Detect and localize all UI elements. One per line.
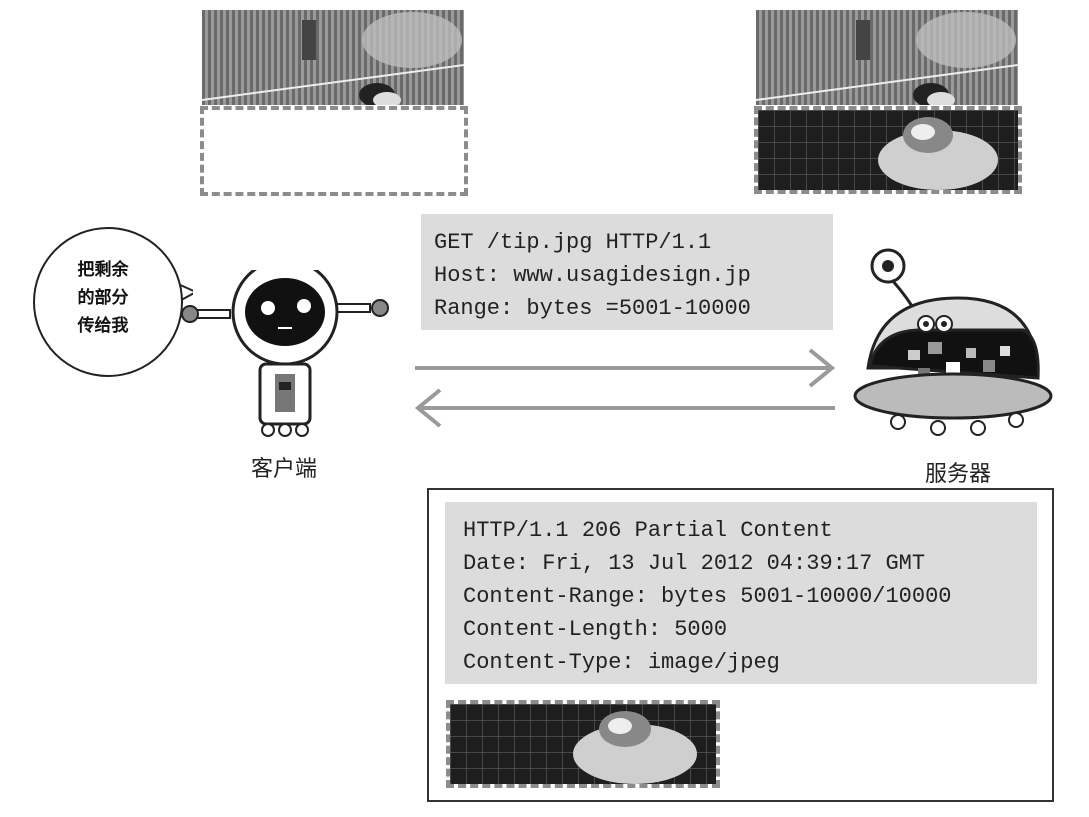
photo-bottom-half-graphic (450, 704, 716, 784)
request-line: Range: bytes =5001-10000 (434, 296, 751, 321)
photo-top-half-graphic (756, 10, 1018, 105)
server-bottom-half-photo (754, 106, 1022, 194)
speech-bubble: 把剩余 的部分 传给我 (28, 222, 193, 382)
response-line: Content-Length: 5000 (463, 617, 728, 642)
speech-bubble-shape (33, 227, 193, 377)
response-arrow (414, 388, 835, 428)
server-robot (848, 238, 1058, 448)
photo-bottom-half-graphic (758, 110, 1018, 190)
response-line: Content-Range: bytes 5001-10000/10000 (463, 584, 952, 609)
response-partial-photo (446, 700, 720, 788)
arrows (414, 348, 836, 428)
client-label: 客户端 (251, 457, 318, 482)
server-label: 服务器 (925, 462, 992, 487)
missing-part-placeholder (200, 106, 468, 196)
speech-text: 把剩余 的部分 传给我 (48, 256, 158, 340)
response-line: Content-Type: image/jpeg (463, 650, 780, 675)
speech-line: 把剩余 (77, 260, 129, 280)
response-message: HTTP/1.1 206 Partial Content Date: Fri, … (445, 502, 1037, 684)
photo-top-half-graphic (202, 10, 464, 105)
request-line: GET /tip.jpg HTTP/1.1 (434, 230, 712, 255)
client-robot-icon (181, 258, 389, 437)
response-line: Date: Fri, 13 Jul 2012 04:39:17 GMT (463, 551, 926, 576)
server-robot-icon (853, 248, 1053, 436)
request-arrow (415, 348, 836, 388)
request-line: Host: www.usagidesign.jp (434, 263, 751, 288)
client-partial-photo (202, 10, 464, 105)
speech-line: 传给我 (77, 316, 129, 336)
speech-line: 的部分 (77, 288, 129, 308)
request-message: GET /tip.jpg HTTP/1.1 Host: www.usagides… (421, 214, 833, 330)
client-robot (180, 258, 400, 445)
server-full-photo (756, 10, 1018, 105)
response-line: HTTP/1.1 206 Partial Content (463, 518, 833, 543)
